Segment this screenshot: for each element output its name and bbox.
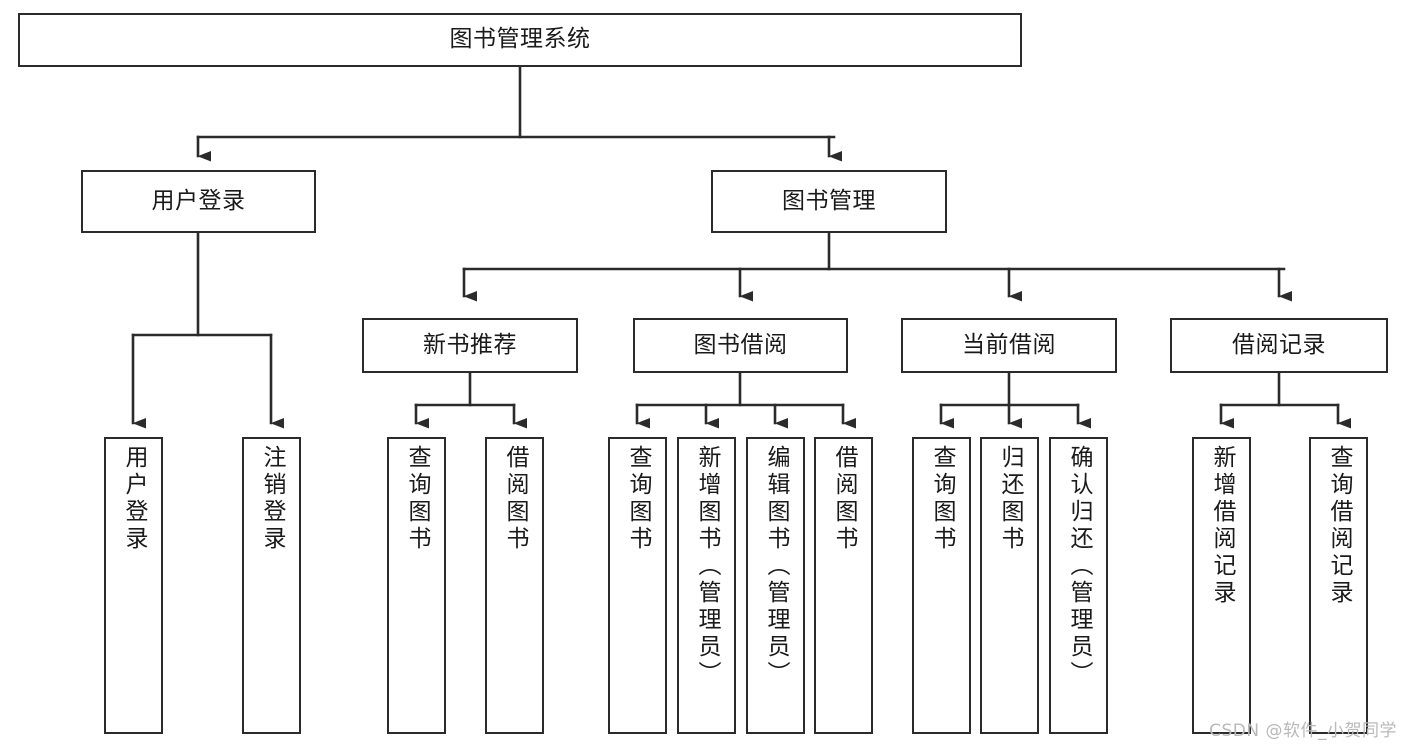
node-root-system-label: 图书管理系统 <box>449 26 591 53</box>
node-leaf-borrow-book-1-label: 借阅图书 <box>502 445 528 553</box>
node-leaf-add-record-label: 新增借阅记录 <box>1209 445 1235 607</box>
node-new-book-rec[interactable]: 新书推荐 <box>362 318 578 373</box>
node-book-manage-label: 图书管理 <box>782 187 876 214</box>
node-leaf-query-book-2-label: 查询图书 <box>625 445 651 553</box>
node-leaf-query-book-1[interactable]: 查询图书 <box>387 437 446 734</box>
node-leaf-borrow-book-1[interactable]: 借阅图书 <box>485 437 544 734</box>
node-leaf-return-book[interactable]: 归还图书 <box>980 437 1039 734</box>
node-borrow-record[interactable]: 借阅记录 <box>1170 318 1388 373</box>
node-leaf-logout-login[interactable]: 注销登录 <box>242 437 301 734</box>
node-leaf-user-login-label: 用户登录 <box>121 445 147 553</box>
node-leaf-user-login[interactable]: 用户登录 <box>104 437 163 734</box>
node-leaf-add-record[interactable]: 新增借阅记录 <box>1192 437 1251 734</box>
node-user-login[interactable]: 用户登录 <box>81 170 316 233</box>
node-leaf-edit-book-label: 编辑图书（管理员） <box>763 445 789 688</box>
node-new-book-rec-label: 新书推荐 <box>423 331 517 358</box>
node-leaf-borrow-book-2-label: 借阅图书 <box>831 445 857 553</box>
node-leaf-query-record-label: 查询借阅记录 <box>1326 445 1352 607</box>
node-book-manage[interactable]: 图书管理 <box>711 170 947 233</box>
node-book-borrow[interactable]: 图书借阅 <box>633 318 848 373</box>
node-leaf-add-book[interactable]: 新增图书（管理员） <box>677 437 736 734</box>
node-leaf-edit-book[interactable]: 编辑图书（管理员） <box>746 437 805 734</box>
node-leaf-query-book-3[interactable]: 查询图书 <box>912 437 971 734</box>
node-leaf-query-book-3-label: 查询图书 <box>929 445 955 553</box>
node-book-borrow-label: 图书借阅 <box>693 331 788 358</box>
csdn-watermark: CSDN @软件_小贺同学 <box>1209 721 1397 741</box>
node-leaf-borrow-book-2[interactable]: 借阅图书 <box>814 437 873 734</box>
node-current-borrow[interactable]: 当前借阅 <box>901 318 1117 373</box>
node-leaf-query-book-1-label: 查询图书 <box>404 445 430 553</box>
node-leaf-confirm-return-label: 确认归还（管理员） <box>1066 445 1092 688</box>
node-leaf-query-book-2[interactable]: 查询图书 <box>608 437 667 734</box>
node-leaf-add-book-label: 新增图书（管理员） <box>694 445 720 688</box>
node-borrow-record-label: 借阅记录 <box>1232 331 1326 358</box>
node-leaf-logout-login-label: 注销登录 <box>259 445 285 553</box>
node-root-system[interactable]: 图书管理系统 <box>18 13 1022 67</box>
node-leaf-query-record[interactable]: 查询借阅记录 <box>1309 437 1368 734</box>
node-leaf-return-book-label: 归还图书 <box>997 445 1023 553</box>
node-leaf-confirm-return[interactable]: 确认归还（管理员） <box>1049 437 1108 734</box>
node-current-borrow-label: 当前借阅 <box>962 331 1056 358</box>
node-user-login-label: 用户登录 <box>151 187 246 214</box>
